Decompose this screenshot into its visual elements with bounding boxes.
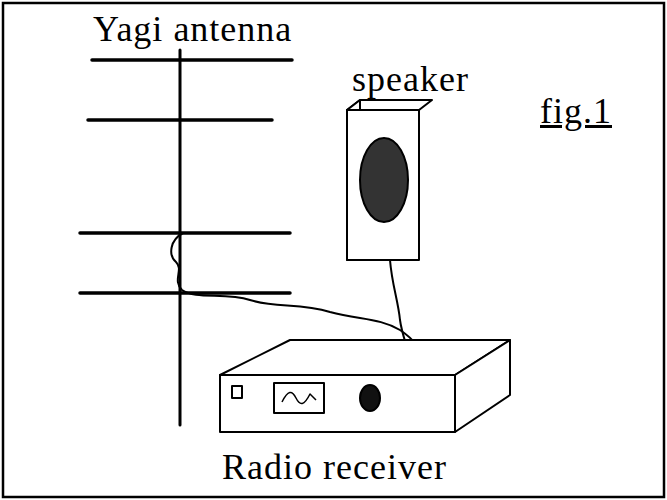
part-label: Yagi antenna	[93, 11, 292, 47]
speaker-cabinet	[347, 100, 432, 260]
part-label: Radio receiver	[222, 449, 447, 485]
figure-label: fig.1	[540, 93, 612, 129]
part-label: speaker	[352, 61, 469, 97]
radio-receiver-box	[220, 340, 510, 432]
frame-border	[3, 3, 664, 497]
